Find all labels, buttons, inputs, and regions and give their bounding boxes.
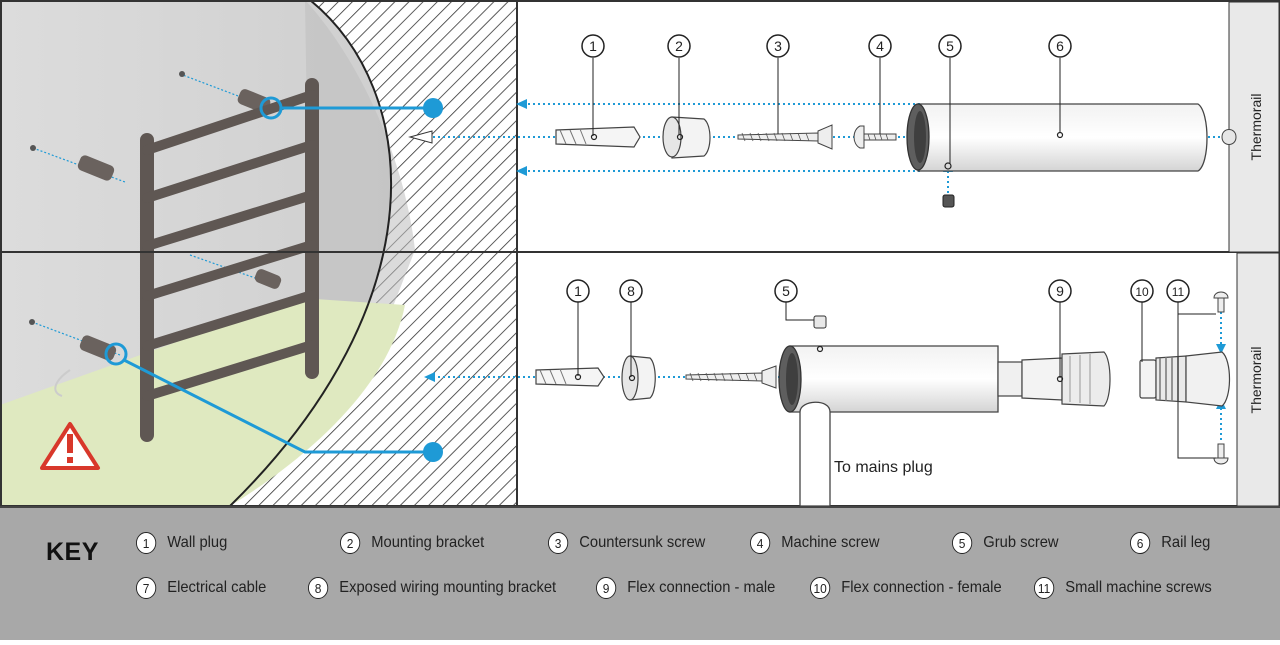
key-item: 8 Exposed wiring mounting bracket (308, 575, 556, 601)
callout-number: 1 (589, 38, 597, 54)
end-cap-part (1221, 129, 1237, 145)
key-item-number: 1 (136, 532, 157, 554)
small-machine-screws-part (1213, 291, 1229, 465)
key-item-number: 11 (1034, 577, 1055, 599)
key-item-label: Grub screw (983, 534, 1059, 551)
key-item: 10 Flex connection - female (810, 575, 1002, 601)
zoom-callouts (104, 96, 443, 462)
grub-screw-part (942, 194, 955, 208)
callout-bottom-1: 1 (566, 279, 590, 303)
callout-top-1: 1 (581, 34, 605, 58)
key-item: 11 Small machine screws (1034, 575, 1212, 601)
callout-number: 5 (782, 283, 790, 299)
key-item-number: 10 (810, 577, 831, 599)
grub-screw-part-bottom (813, 315, 827, 329)
countersunk-screw-part (737, 124, 833, 150)
key-item-number: 8 (308, 577, 329, 599)
key-item-label: Flex connection - male (627, 579, 776, 596)
warning-icon (40, 422, 100, 470)
key-item-number: 5 (952, 532, 973, 554)
rail-leg-part (906, 103, 1208, 172)
callout-number: 10 (1135, 285, 1149, 299)
callout-number: 9 (1056, 283, 1064, 299)
key-item: 6 Rail leg (1130, 530, 1210, 556)
callout-top-5: 5 (938, 34, 962, 58)
callout-number: 5 (946, 38, 954, 54)
key-item-label: Wall plug (167, 534, 228, 551)
callout-number: 3 (774, 38, 782, 54)
callout-top-2: 2 (667, 34, 691, 58)
rail-leg-part-bottom (778, 345, 999, 507)
mains-plug-label: To mains plug (834, 459, 933, 476)
callout-bottom-9: 9 (1048, 279, 1072, 303)
key-item: 5 Grub screw (952, 530, 1059, 556)
key-item-label: Electrical cable (167, 579, 267, 596)
callout-number: 11 (1172, 285, 1185, 299)
side-strip-top (1228, 1, 1280, 253)
key-item-label: Exposed wiring mounting bracket (339, 579, 557, 596)
key-item-label: Rail leg (1161, 534, 1211, 551)
callout-number: 1 (574, 283, 582, 299)
key-panel: KEY 1 Wall plug 2 Mounting bracket 3 Counters… (0, 506, 1280, 640)
key-item: 9 Flex connection - male (596, 575, 775, 601)
callout-top-4: 4 (868, 34, 892, 58)
key-title: KEY (46, 538, 99, 566)
callout-bottom-5: 5 (774, 279, 798, 303)
bottom-exploded-view (424, 252, 1280, 507)
side-label-top: Thermorail (1248, 94, 1264, 161)
key-item: 4 Machine screw (750, 530, 879, 556)
key-item-label: Countersunk screw (579, 534, 706, 551)
room-side-wall (305, 0, 415, 340)
callout-bottom-8: 8 (619, 279, 643, 303)
callout-number: 8 (627, 283, 635, 299)
callout-top-6: 6 (1048, 34, 1072, 58)
key-item: 7 Electrical cable (136, 575, 266, 601)
callout-bottom-11: 11 (1166, 279, 1190, 303)
key-item-label: Flex connection - female (841, 579, 1002, 596)
key-item-number: 6 (1130, 532, 1151, 554)
towel-rail (140, 78, 319, 442)
key-item: 3 Countersunk screw (548, 530, 705, 556)
mounting-bracket-part (662, 116, 711, 159)
machine-screw-part (853, 125, 897, 149)
key-item-number: 9 (596, 577, 617, 599)
side-strip-bottom (1236, 252, 1280, 507)
callout-number: 6 (1056, 38, 1064, 54)
exposed-wiring-bracket-part (621, 355, 656, 401)
key-item-number: 4 (750, 532, 771, 554)
callout-bottom-10: 10 (1130, 279, 1154, 303)
key-item-label: Mounting bracket (371, 534, 485, 551)
side-label-bottom: Thermorail (1248, 347, 1264, 414)
countersunk-screw-part-bottom (685, 365, 777, 389)
room-outline (229, 0, 393, 506)
key-item-label: Small machine screws (1065, 579, 1212, 596)
callout-number: 4 (876, 38, 884, 54)
key-item-number: 3 (548, 532, 569, 554)
key-item-number: 7 (136, 577, 157, 599)
key-item: 2 Mounting bracket (340, 530, 484, 556)
flex-connection-female-part (1139, 351, 1231, 407)
top-exploded-view (408, 1, 1280, 253)
flex-connection-male-part (997, 351, 1111, 407)
wall-plug-part (555, 126, 641, 148)
wall-plug-part-bottom (535, 367, 605, 387)
key-item: 1 Wall plug (136, 530, 227, 556)
callout-number: 2 (675, 38, 683, 54)
callout-top-3: 3 (766, 34, 790, 58)
key-item-label: Machine screw (781, 534, 880, 551)
key-item-number: 2 (340, 532, 361, 554)
